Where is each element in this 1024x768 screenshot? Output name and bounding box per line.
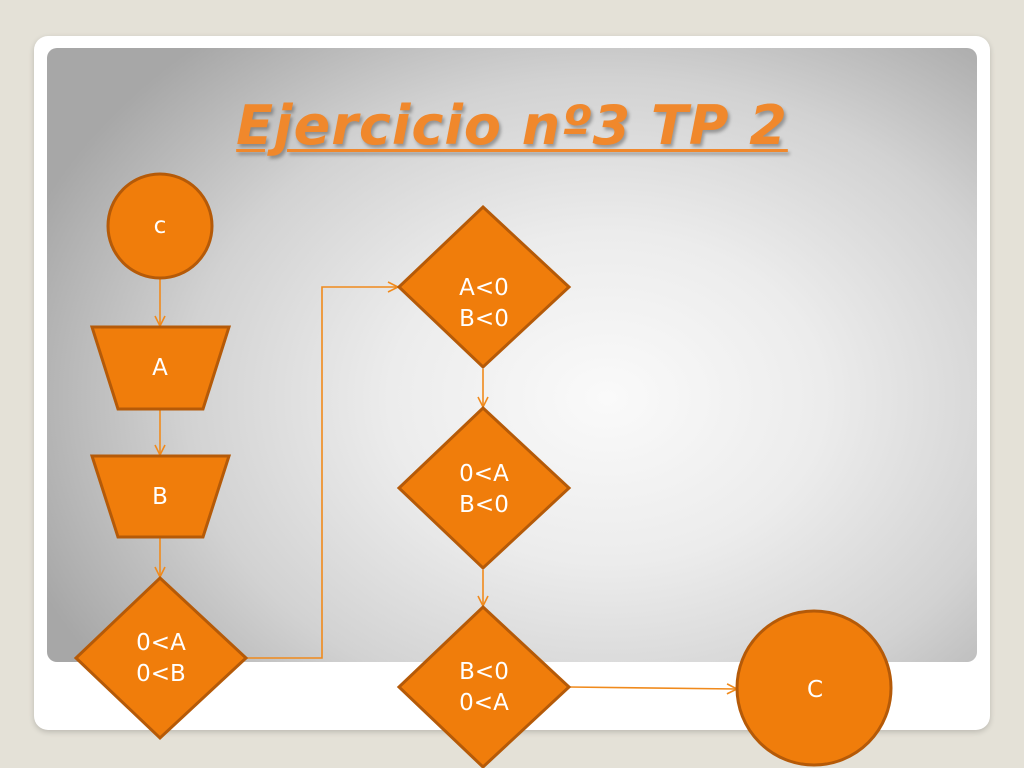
decision-2-line-2: B<0 — [459, 306, 509, 332]
slide-title: Ejercicio nº3 TP 2 — [236, 94, 788, 157]
connector-decision-4-to-end — [568, 687, 737, 689]
connector-decision-1-to-decision-2 — [246, 287, 398, 659]
decision-4-line-1: B<0 — [459, 659, 509, 685]
decision-3-line-2: B<0 — [459, 492, 509, 518]
end-label: C — [807, 677, 823, 703]
end-node: C — [735, 609, 893, 767]
decision-3-line-1: 0<A — [459, 461, 509, 487]
start-label: c — [154, 213, 167, 239]
decision-3-diamond — [396, 405, 572, 571]
decision-4-diamond — [396, 604, 572, 768]
input-b-shape — [89, 454, 232, 539]
decision-4-line-2: 0<A — [459, 690, 509, 716]
input-a-label: A — [152, 355, 168, 381]
decision-2-diamond — [396, 204, 572, 370]
end-circle — [735, 609, 893, 767]
decision-2-line-1: A<0 — [459, 275, 509, 301]
input-b-label: B — [152, 484, 168, 510]
decision-2-node: A<0 B<0 — [396, 204, 572, 370]
decision-1-line-1: 0<A — [136, 630, 186, 656]
decision-4-node: B<0 0<A — [396, 604, 572, 768]
decision-1-line-2: 0<B — [136, 661, 186, 687]
input-a-shape — [89, 325, 232, 411]
input-b-node: B — [89, 454, 232, 539]
decision-3-node: 0<A B<0 — [396, 405, 572, 571]
decision-1-diamond — [73, 575, 249, 741]
connectors — [160, 278, 737, 689]
start-circle — [106, 172, 214, 280]
input-a-node: A — [89, 325, 232, 411]
start-node: c — [106, 172, 214, 280]
decision-1-node: 0<A 0<B — [73, 575, 249, 741]
